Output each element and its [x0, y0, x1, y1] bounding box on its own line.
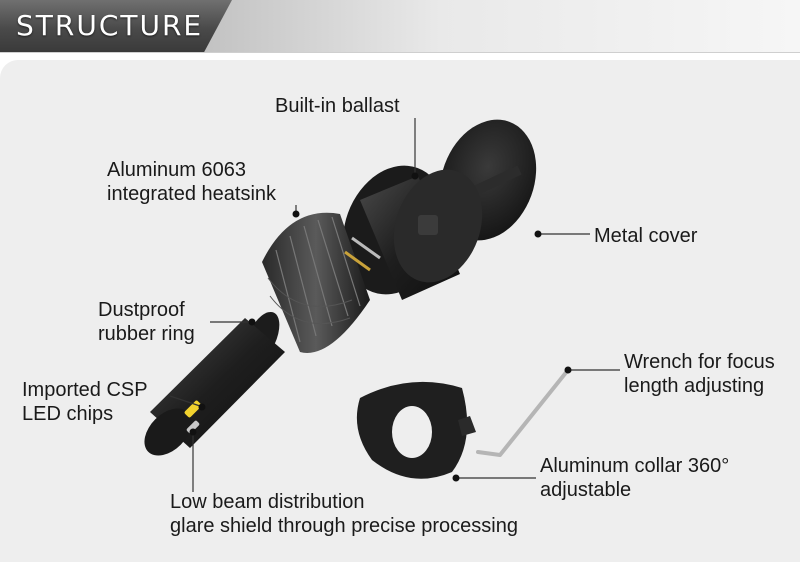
led-shaft-part: [144, 318, 285, 456]
ballast-part: [342, 165, 483, 300]
label-metal-cover: Metal cover: [594, 225, 698, 247]
label-collar: Aluminum collar 360° adjustable: [540, 455, 730, 501]
heatsink-part: [262, 212, 381, 353]
leader-lines: [169, 118, 620, 492]
label-rubber-ring: Dustproof rubber ring: [98, 299, 195, 345]
label-glare-shield: Low beam distribution glare shield throu…: [170, 491, 518, 537]
label-csp-chips: Imported CSP LED chips: [22, 379, 148, 425]
leader-dots: [189, 172, 572, 482]
label-builtin-ballast: Built-in ballast: [275, 95, 400, 117]
label-heatsink: Aluminum 6063 integrated heatsink: [107, 159, 277, 205]
header-tab: [0, 0, 232, 52]
label-wrench: Wrench for focus length adjusting: [624, 351, 775, 397]
wrench-part: [476, 368, 570, 457]
diagram-panel: [0, 60, 800, 562]
section-title: STRUCTURE: [16, 9, 204, 42]
collar-part: [356, 381, 476, 479]
